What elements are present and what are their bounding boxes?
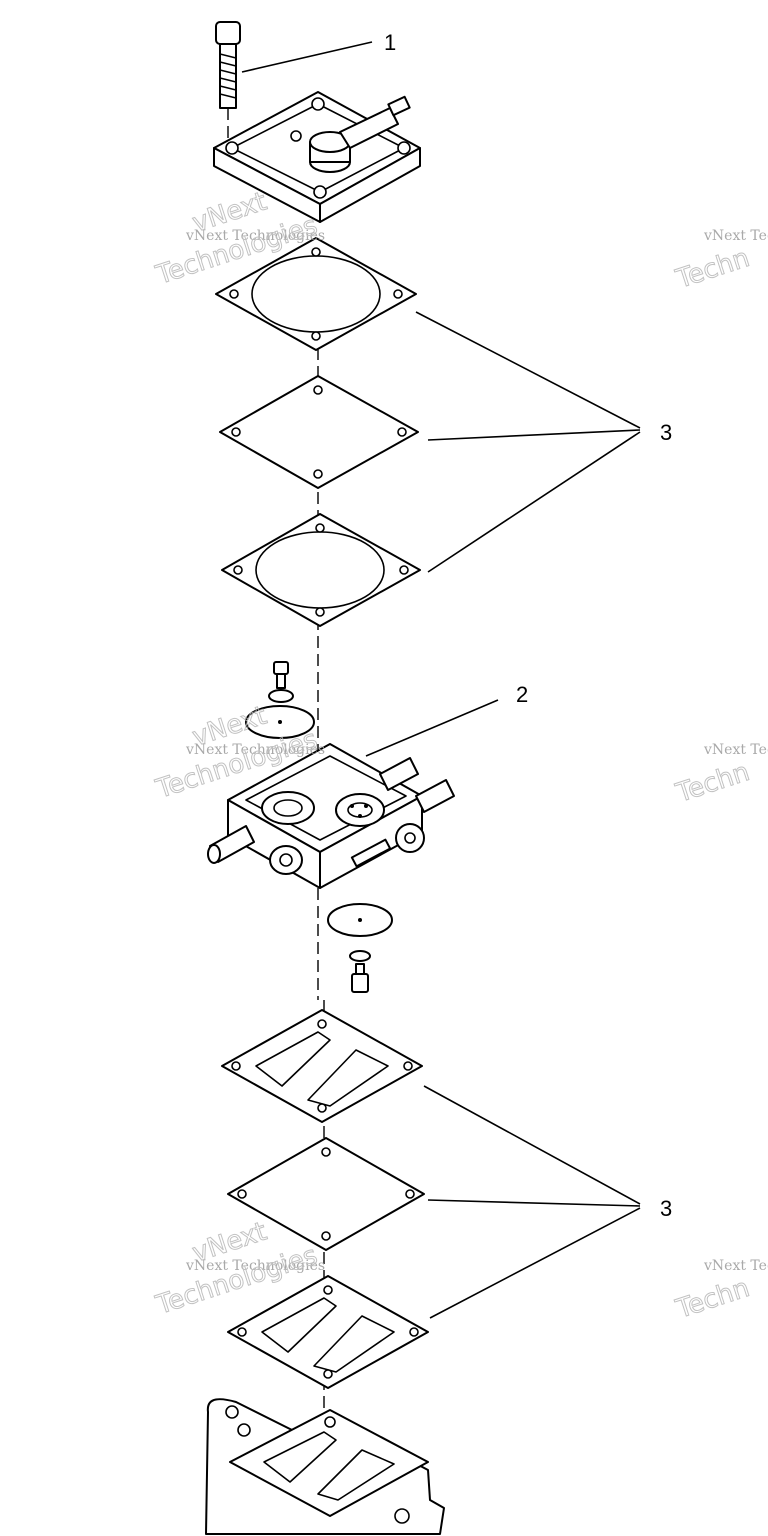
gasket-dual-lower — [227, 1275, 429, 1389]
callout-2: 2 — [516, 682, 528, 707]
watermark-text: vNext Tec — [703, 742, 768, 758]
watermark-text: Techn — [672, 757, 753, 809]
screw-part-1 — [215, 21, 241, 140]
watermark-text: Techn — [672, 1273, 753, 1325]
watermark-text: vNext Technologies — [185, 1258, 325, 1274]
gasket-round-upper — [215, 237, 417, 351]
check-valve-lower — [327, 903, 393, 993]
pump-top-cover — [213, 91, 421, 223]
base-flange — [205, 1398, 445, 1535]
leader-lines — [241, 41, 641, 1319]
watermark-text: Techn — [672, 243, 753, 295]
gasket-dual-upper — [221, 1009, 423, 1123]
watermark-text: vNext Technologies — [185, 228, 325, 244]
watermark-text: vNext Technologies — [185, 742, 325, 758]
callout-3-lower: 3 — [660, 1196, 672, 1221]
diaphragm-lower — [227, 1137, 425, 1251]
watermark-edge: vNext Tec Techn vNext Tec Techn vNext Te… — [671, 228, 768, 1325]
watermark-text: vNext Tec — [703, 1258, 768, 1274]
callout-3-upper: 3 — [660, 420, 672, 445]
check-valve-upper — [245, 661, 315, 739]
callout-1: 1 — [384, 30, 396, 55]
pump-body-part-2 — [207, 743, 455, 889]
watermark-text: vNext Tec — [703, 228, 768, 244]
gasket-round-lower — [221, 513, 421, 627]
diaphragm-upper — [219, 375, 419, 489]
